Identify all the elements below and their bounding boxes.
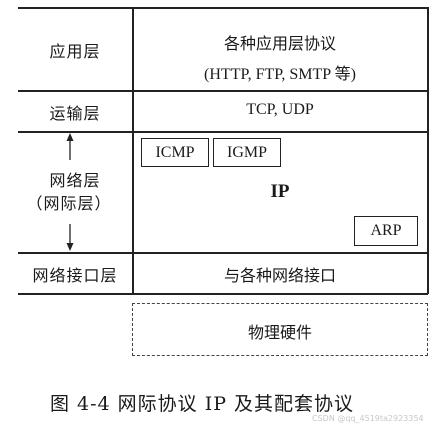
rule-network-interface — [18, 252, 428, 254]
application-protocol-examples: (HTTP, FTP, SMTP 等) — [204, 66, 356, 83]
interface-content: 与各种网络接口 — [223, 266, 336, 285]
icmp-box: ICMP — [141, 138, 209, 167]
rule-app-transport — [18, 90, 428, 92]
layer-label-interface: 网络接口层 — [32, 266, 118, 285]
rule-top — [18, 7, 428, 9]
physical-hardware-box — [132, 303, 428, 356]
igmp-label: IGMP — [226, 143, 267, 161]
layer-label-network: 网络层 — [49, 171, 101, 190]
rule-right-box-left — [132, 7, 134, 294]
rule-transport-network — [18, 131, 428, 133]
layer-label-network-alias: （网际层） — [26, 194, 112, 213]
arp-label: ARP — [370, 222, 402, 239]
figure-caption: 图 4-4 网际协议 IP 及其配套协议 — [50, 393, 355, 415]
transport-protocols: TCP, UDP — [246, 101, 314, 118]
ip-label: IP — [270, 181, 290, 202]
rule-bottom — [18, 293, 428, 295]
rule-right-box-right — [427, 7, 429, 294]
arp-box: ARP — [354, 216, 418, 246]
icmp-label: ICMP — [155, 143, 195, 161]
watermark: CSDN @qq_4519ta2923354 — [312, 414, 424, 423]
physical-hardware-label: 物理硬件 — [247, 323, 312, 342]
layer-label-transport: 运输层 — [49, 104, 101, 123]
igmp-box: IGMP — [213, 138, 281, 167]
network-span-arrows — [66, 133, 74, 251]
layer-label-application: 应用层 — [49, 42, 101, 61]
application-protocols: 各种应用层协议 — [223, 34, 336, 53]
